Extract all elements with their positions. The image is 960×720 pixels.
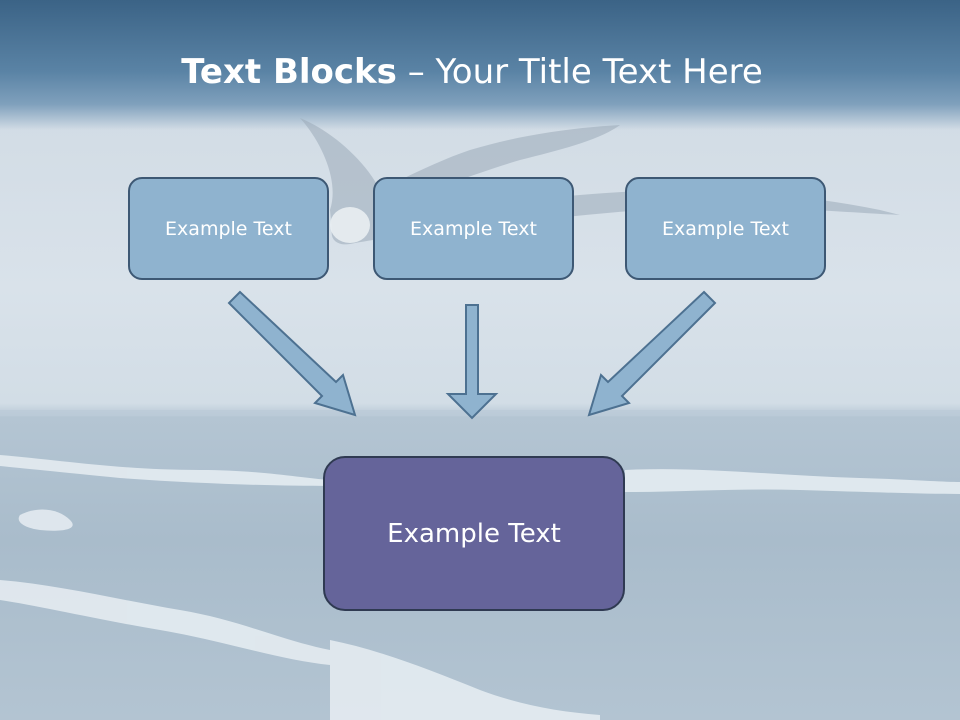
arrow-right-icon	[587, 290, 717, 417]
main-text-block[interactable]: Example Text	[323, 456, 625, 611]
text-block-3[interactable]: Example Text	[625, 177, 826, 280]
text-block-2[interactable]: Example Text	[373, 177, 574, 280]
text-block-1-label: Example Text	[165, 217, 292, 240]
text-block-1[interactable]: Example Text	[128, 177, 329, 280]
title-rest: Your Title Text Here	[435, 52, 763, 92]
main-text-block-label: Example Text	[387, 518, 561, 549]
arrow-down-icon	[445, 304, 499, 420]
text-block-3-label: Example Text	[662, 217, 789, 240]
arrow-left-icon	[227, 290, 357, 417]
text-block-2-label: Example Text	[410, 217, 537, 240]
title-band	[0, 0, 960, 130]
title-bold: Text Blocks	[181, 52, 397, 92]
title-separator: –	[396, 52, 436, 92]
slide-title: Text Blocks – Your Title Text Here	[0, 52, 944, 92]
